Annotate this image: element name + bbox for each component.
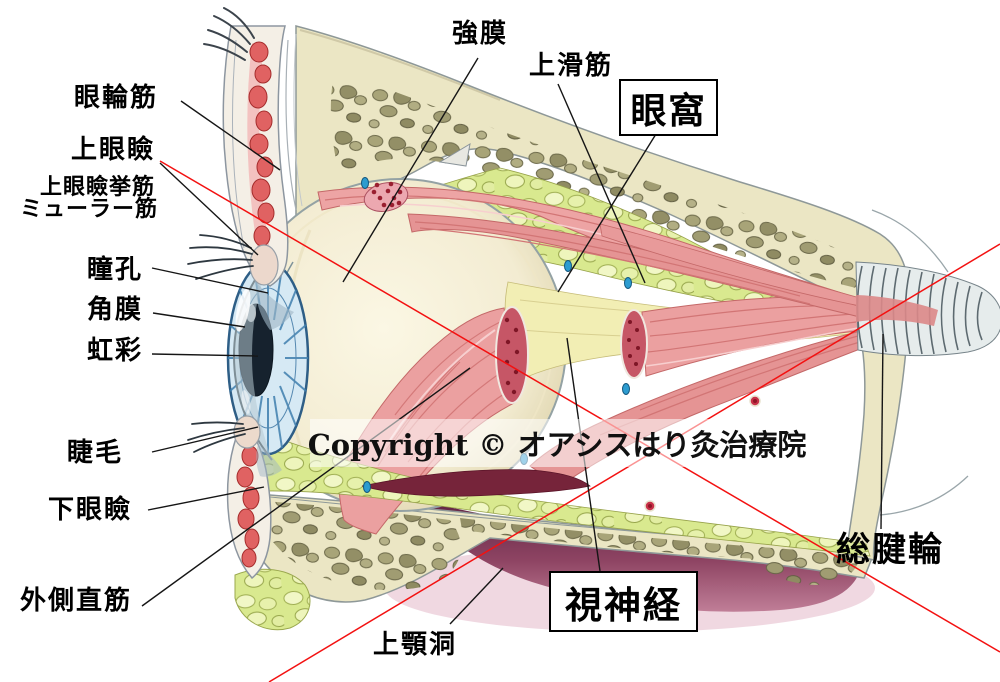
trochlea-tendon <box>438 143 471 167</box>
eyebrow-lashes <box>203 7 255 61</box>
leader-superior-muscle <box>557 83 646 284</box>
artery-dots <box>644 395 761 512</box>
label-maxillary-sinus: 上顎洞 <box>373 629 458 659</box>
lower-eyelid-structure <box>187 415 311 631</box>
muscle-cut-cross-section <box>495 306 529 404</box>
leader-eyelashes <box>151 426 259 453</box>
label-orbit-boxed: 眼窩 <box>619 79 718 136</box>
label-upper-eyelid: 上眼瞼 <box>70 134 155 164</box>
label-iris: 虹彩 <box>86 335 143 365</box>
orbital-roof-bone <box>295 25 969 561</box>
label-superior-muscle: 上滑筋 <box>529 50 614 80</box>
muscle-cut-cross-section <box>620 309 648 379</box>
leader-annulus <box>880 333 884 530</box>
leader-cornea <box>152 312 246 328</box>
label-lateral-rectus: 外側直筋 <box>19 585 132 615</box>
leader-iris <box>151 353 259 357</box>
leader-pupil <box>151 267 269 294</box>
inferior-muscle-dark-band <box>361 469 591 497</box>
label-annulus-of-zinn: 総腱輪 <box>836 531 944 569</box>
leader-sclera <box>342 57 479 283</box>
orbital-floor-bone <box>231 491 873 603</box>
label-pupil: 瞳孔 <box>86 254 143 284</box>
leader-maxillary-sinus <box>449 567 504 625</box>
leader-orbicularis <box>180 100 281 171</box>
label-lower-eyelid: 下眼瞼 <box>47 494 132 524</box>
label-orbicularis-oculi: 眼輪筋 <box>73 82 158 112</box>
leader-upper-eyelid <box>159 162 259 256</box>
label-eyelashes: 睫毛 <box>66 437 123 467</box>
leader-lower-eyelid <box>147 486 265 511</box>
label-levator-palpebrae: 上眼瞼挙筋 <box>39 174 155 199</box>
upper-eyelashes <box>187 234 254 280</box>
label-sclera: 強膜 <box>452 18 509 48</box>
copyright-watermark: Copyright © オアシスはり灸治療院 <box>308 419 806 467</box>
lower-eyelashes <box>187 421 246 453</box>
lacrimal-gland-cluster <box>363 181 409 212</box>
orbicularis-muscle-sections <box>236 445 260 568</box>
label-cornea: 角膜 <box>86 294 143 324</box>
lateral-rectus-proximal <box>620 296 869 379</box>
label-optic-nerve-boxed: 視神経 <box>549 571 698 632</box>
leader-orbit <box>557 133 657 293</box>
label-muller-muscle: ミューラー筋 <box>19 196 158 221</box>
leader-lateral-rectus <box>141 367 471 607</box>
upper-eyelid-structure <box>187 7 303 330</box>
